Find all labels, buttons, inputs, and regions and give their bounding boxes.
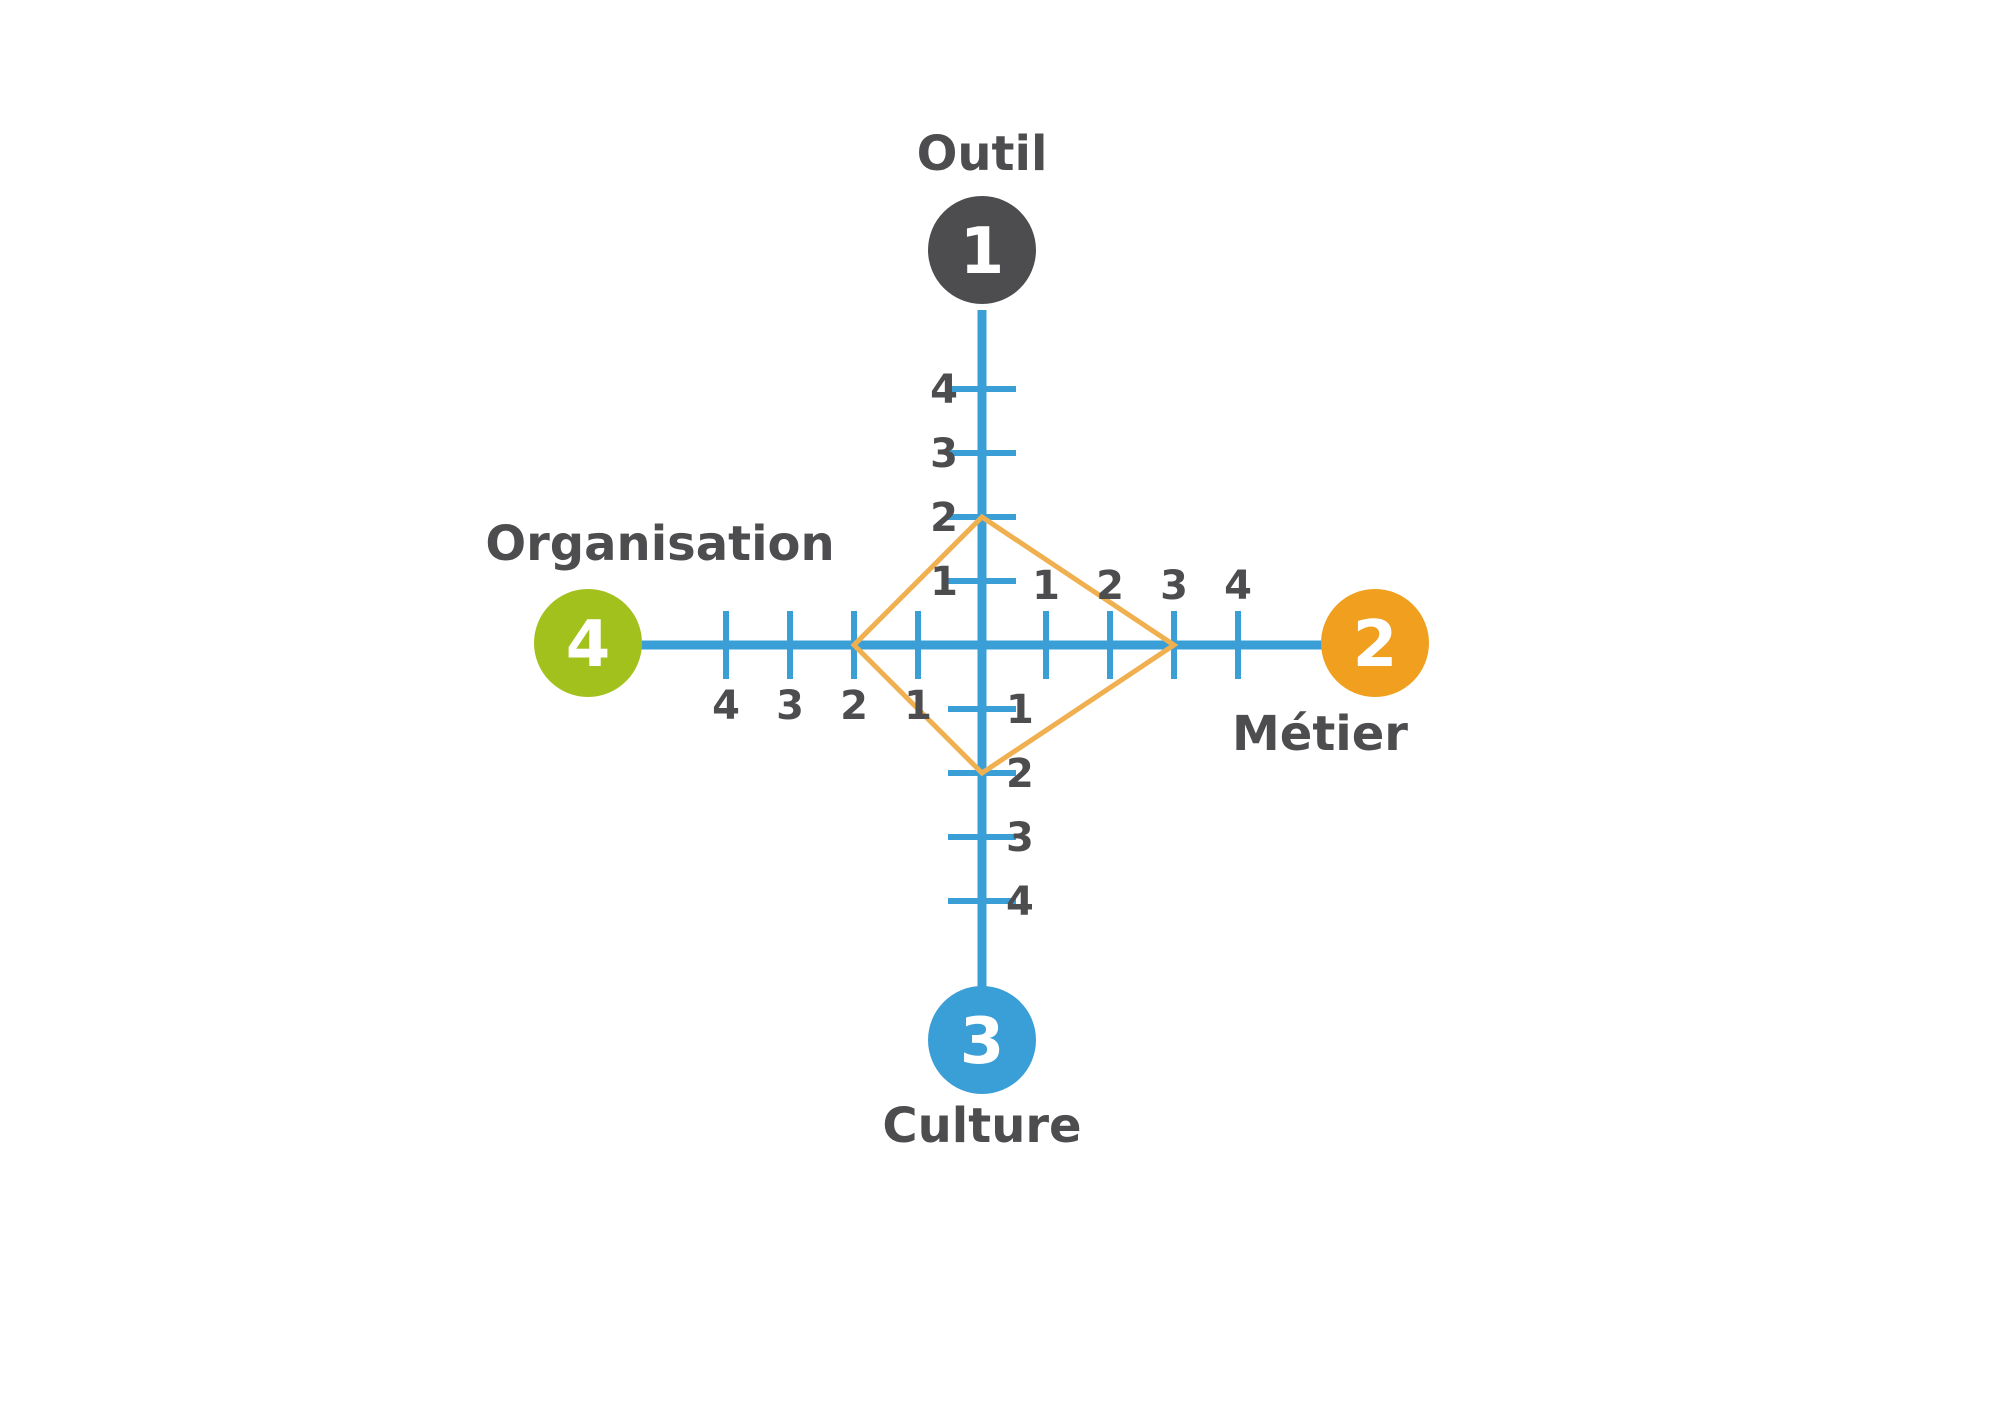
- tick-label-left-2: 2: [840, 683, 868, 729]
- node-top-circle: [928, 196, 1036, 304]
- tick-label-bottom-1: 1: [1006, 687, 1034, 733]
- tick-label-bottom-2: 2: [1006, 751, 1034, 797]
- axis-name-culture: Culture: [882, 1098, 1081, 1154]
- axes-group: [640, 310, 1330, 990]
- tick-label-right-1: 1: [1032, 563, 1060, 609]
- node-right-circle: [1321, 589, 1429, 697]
- tick-label-top-3: 3: [930, 431, 958, 477]
- tick-label-bottom-3: 3: [1006, 815, 1034, 861]
- axis-name-métier: Métier: [1232, 706, 1408, 762]
- node-top-number: 1: [960, 215, 1005, 289]
- tick-label-right-3: 3: [1160, 563, 1188, 609]
- node-bottom-circle: [928, 986, 1036, 1094]
- axis-name-outil: Outil: [917, 126, 1048, 182]
- node-bottom-number: 3: [960, 1005, 1005, 1079]
- tick-label-top-2: 2: [930, 495, 958, 541]
- axis-name-organisation: Organisation: [485, 516, 834, 572]
- tick-label-top-1: 1: [930, 559, 958, 605]
- tick-label-left-3: 3: [776, 683, 804, 729]
- axis-ticks: [723, 386, 1241, 904]
- tick-label-bottom-4: 4: [1006, 879, 1034, 925]
- node-right-number: 2: [1353, 608, 1398, 682]
- tick-label-right-2: 2: [1096, 563, 1124, 609]
- tick-label-left-4: 4: [712, 683, 740, 729]
- tick-label-right-4: 4: [1224, 563, 1252, 609]
- profile-diamond: [850, 513, 1179, 777]
- tick-label-top-4: 4: [930, 367, 958, 413]
- node-left-number: 4: [566, 608, 611, 682]
- node-left-circle: [534, 589, 642, 697]
- tick-label-left-1: 1: [904, 683, 932, 729]
